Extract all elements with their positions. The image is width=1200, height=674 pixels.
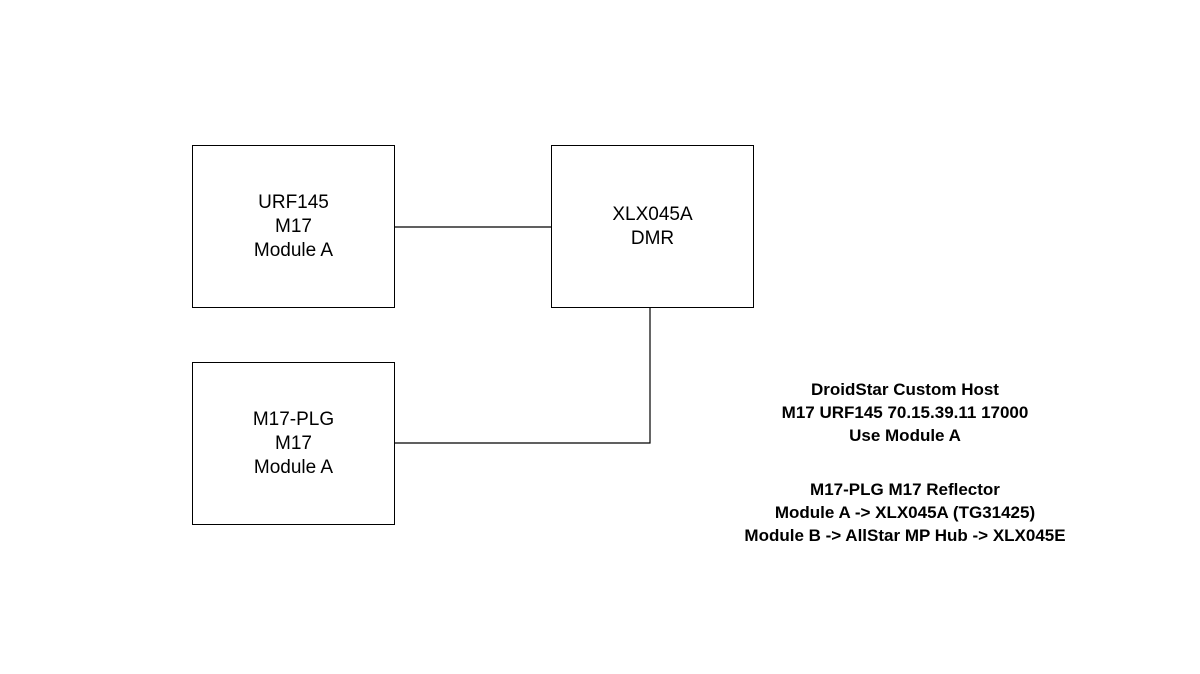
node-xlx045a-mode: DMR xyxy=(630,227,675,249)
node-xlx045a: XLX045A DMR xyxy=(551,145,754,308)
node-xlx045a-name: XLX045A xyxy=(612,203,693,225)
link-m17plg-xlx045a xyxy=(395,308,651,444)
note-reflector-line: Module B -> AllStar MP Hub -> XLX045E xyxy=(744,526,1066,545)
note-droidstar-host: DroidStar Custom Host M17 URF145 70.15.3… xyxy=(700,378,1110,447)
note-reflector-line: Module A -> XLX045A (TG31425) xyxy=(774,503,1036,522)
node-m17plg-mode: M17 xyxy=(275,432,312,454)
note-host-line: DroidStar Custom Host xyxy=(811,380,999,399)
node-urf145-mode: M17 xyxy=(275,215,312,237)
note-m17plg-reflector: M17-PLG M17 Reflector Module A -> XLX045… xyxy=(700,478,1110,547)
node-m17plg-name: M17-PLG xyxy=(252,408,335,430)
note-reflector-line: M17-PLG M17 Reflector xyxy=(810,480,1000,499)
node-m17plg: M17-PLG M17 Module A xyxy=(192,362,395,525)
node-urf145-module: Module A xyxy=(253,239,334,261)
node-urf145: URF145 M17 Module A xyxy=(192,145,395,308)
node-urf145-name: URF145 xyxy=(258,191,329,213)
node-m17plg-module: Module A xyxy=(253,456,334,478)
note-host-line: M17 URF145 70.15.39.11 17000 xyxy=(781,403,1029,422)
note-host-line: Use Module A xyxy=(849,426,961,445)
